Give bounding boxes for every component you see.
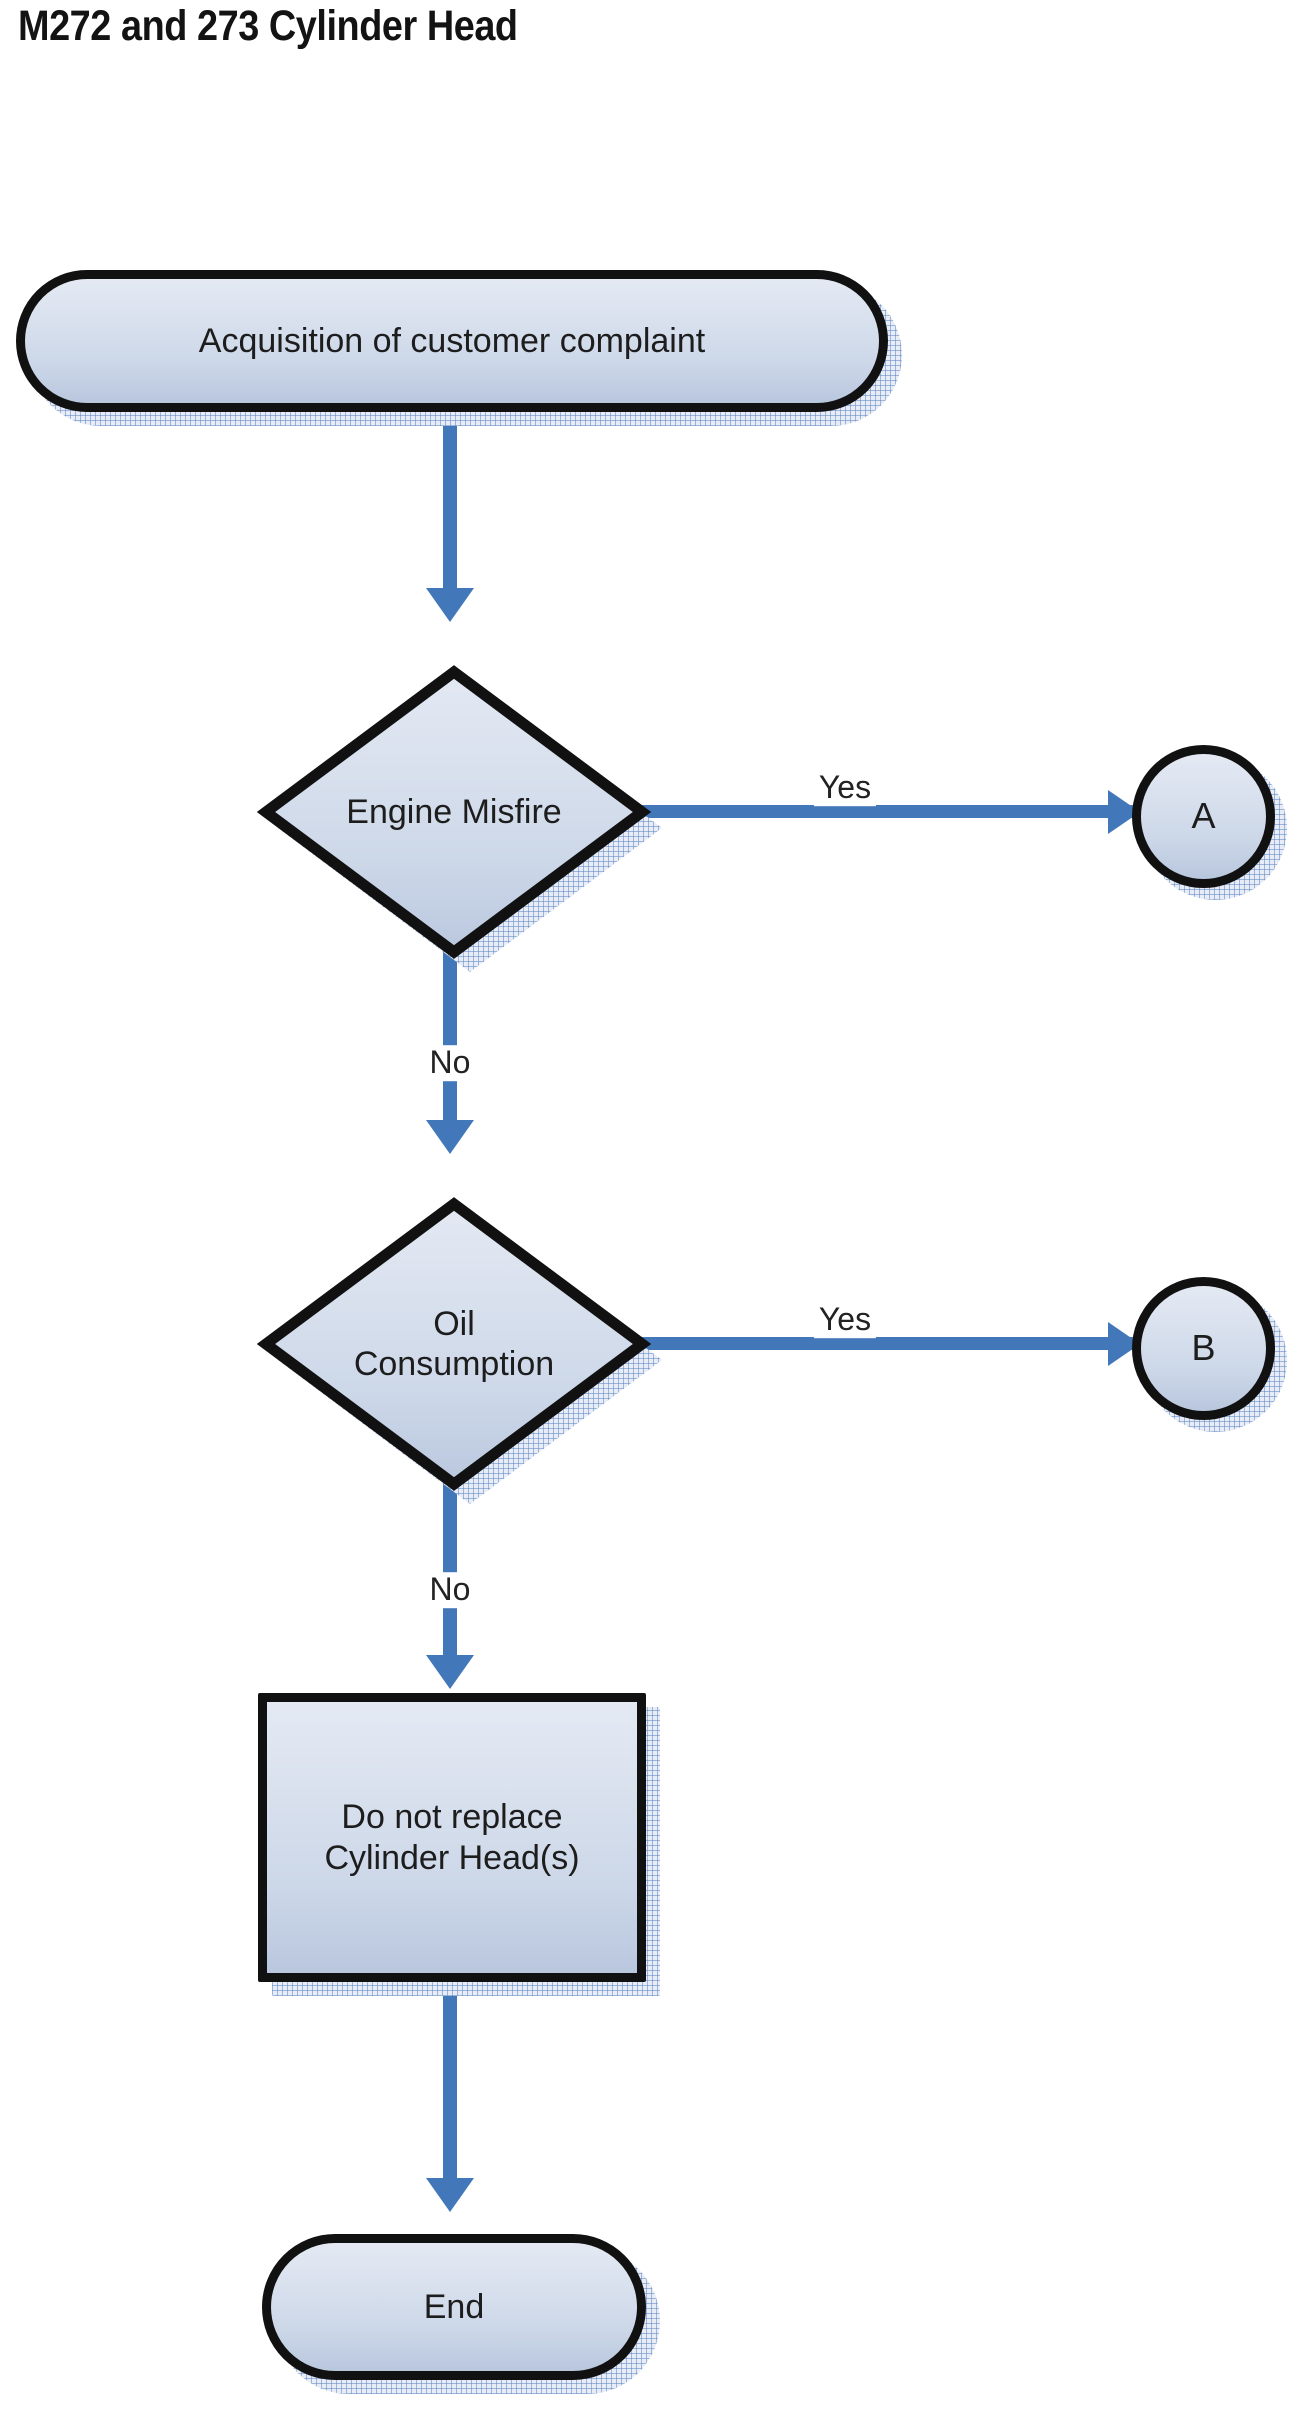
node-body: B [1132,1277,1275,1420]
edge-start-to-misfire-arrowhead [426,588,474,622]
node-start-terminator[interactable]: Acquisition of customer complaint [16,270,902,426]
edge-oil-yes-line [640,1337,1140,1350]
edge-label-misfire-yes: Yes [813,770,877,806]
node-decision-oil-consumption[interactable]: Oil Consumption [262,1200,662,1504]
edge-oil-no-line [443,1482,457,1662]
node-connector-b[interactable]: B [1132,1277,1287,1432]
node-decision-engine-misfire[interactable]: Engine Misfire [262,668,662,972]
node-connector-a[interactable]: A [1132,745,1287,900]
edge-label-misfire-no: No [424,1045,476,1081]
edge-process-to-end-arrowhead [426,2178,474,2212]
node-body: Engine Misfire [262,668,646,956]
node-label-connector-a: A [1191,795,1216,837]
edge-misfire-no-arrowhead [426,1120,474,1154]
node-body: End [262,2234,646,2380]
node-body: Do not replace Cylinder Head(s) [258,1693,646,1982]
edge-start-to-misfire-line [443,405,457,595]
edge-label-oil-yes: Yes [813,1302,877,1338]
edge-process-to-end-line [443,1975,457,2185]
node-body: Oil Consumption [262,1200,646,1488]
node-label-connector-b: B [1191,1327,1216,1369]
page-title: M272 and 273 Cylinder Head [18,2,518,50]
diamond-outline-icon [262,668,646,956]
node-end-terminator[interactable]: End [262,2234,660,2394]
node-label-start: Acquisition of customer complaint [198,321,706,360]
node-label-do-not-replace: Do not replace Cylinder Head(s) [324,1798,580,1877]
diamond-outline-icon [262,1200,646,1488]
edge-misfire-no-line [443,950,457,1130]
node-body: Acquisition of customer complaint [16,270,888,412]
edge-misfire-yes-line [640,805,1140,818]
edge-oil-no-arrowhead [426,1655,474,1689]
node-process-do-not-replace[interactable]: Do not replace Cylinder Head(s) [258,1693,660,1996]
node-body: A [1132,745,1275,888]
node-label-end: End [423,2287,485,2326]
edge-label-oil-no: No [424,1572,476,1608]
